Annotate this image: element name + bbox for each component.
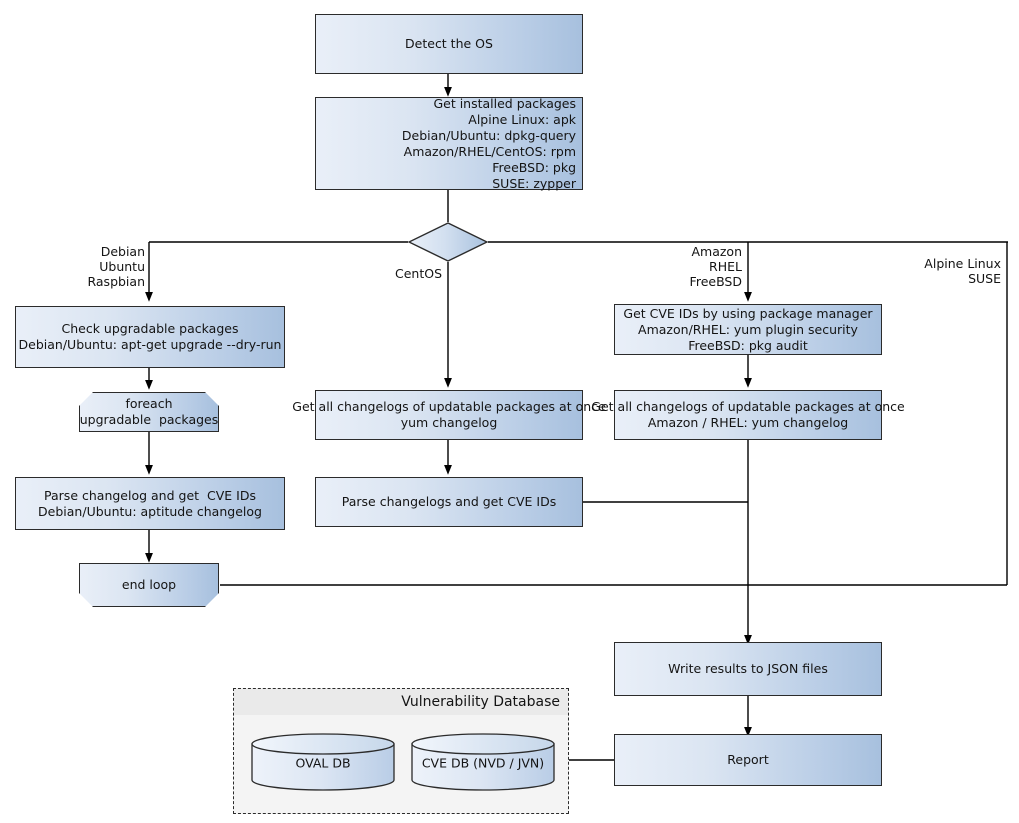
node-get-installed-packages[interactable]: Get installed packages Alpine Linux: apk… <box>315 95 583 191</box>
edge-label-alpine-text: Alpine Linux SUSE <box>924 256 1001 286</box>
node-check-upgradable[interactable]: Check upgradable packages Debian/Ubuntu:… <box>15 306 285 368</box>
node-report[interactable]: Report <box>614 734 882 786</box>
edge-label-amazon-text: Amazon RHEL FreeBSD <box>689 244 742 289</box>
node-parse-changelog-debian[interactable]: Parse changelog and get CVE IDs Debian/U… <box>15 477 285 530</box>
node-get-cve-ids-pkgmgr[interactable]: Get CVE IDs by using package manager Ama… <box>614 304 882 355</box>
edge-label-centos-text: CentOS <box>394 266 442 281</box>
node-report-label: Report <box>727 752 769 767</box>
node-foreach-loop-label: foreach upgradable packages <box>79 396 219 427</box>
node-foreach-loop[interactable]: foreach upgradable packages <box>79 392 219 432</box>
database-cylinder-oval[interactable]: OVAL DB <box>251 733 395 791</box>
node-os-decision[interactable] <box>407 222 489 262</box>
node-end-loop[interactable]: end loop <box>79 563 219 607</box>
vulnerability-database-title: Vulnerability Database <box>401 694 560 710</box>
loop-end-shape <box>79 563 219 607</box>
edge-label-debian-text: Debian Ubuntu Raspbian <box>87 244 145 289</box>
vulnerability-database-body: OVAL DB <box>234 715 568 813</box>
node-get-changelogs-rhel-label: Get all changelogs of updatable packages… <box>591 399 905 430</box>
node-parse-changelogs-centos[interactable]: Parse changelogs and get CVE IDs <box>315 477 583 527</box>
edge-label-debian: Debian Ubuntu Raspbian <box>25 244 145 289</box>
node-get-installed-packages-label: Get installed packages Alpine Linux: apk… <box>401 95 576 191</box>
node-end-loop-label: end loop <box>121 577 177 592</box>
loop-start-shape <box>79 392 219 432</box>
edge-label-alpine: Alpine Linux SUSE <box>875 256 1001 286</box>
node-check-upgradable-label: Check upgradable packages Debian/Ubuntu:… <box>18 321 282 352</box>
node-parse-changelogs-centos-label: Parse changelogs and get CVE IDs <box>341 494 557 509</box>
node-write-json-label: Write results to JSON files <box>668 661 828 676</box>
node-get-changelogs-centos-label: Get all changelogs of updatable packages… <box>292 399 606 430</box>
vulnerability-database-group: Vulnerability Database <box>233 688 569 814</box>
node-get-changelogs-centos[interactable]: Get all changelogs of updatable packages… <box>292 390 606 440</box>
database-cylinder-cve-label: CVE DB (NVD / JVN) <box>421 755 545 771</box>
node-get-cve-ids-pkgmgr-label: Get CVE IDs by using package manager Ama… <box>623 305 873 353</box>
node-write-json[interactable]: Write results to JSON files <box>614 642 882 696</box>
node-get-changelogs-rhel[interactable]: Get all changelogs of updatable packages… <box>591 390 905 440</box>
database-cylinder-cve[interactable]: CVE DB (NVD / JVN) <box>411 733 555 791</box>
database-cylinder-oval-label: OVAL DB <box>295 755 351 771</box>
node-parse-changelog-debian-label: Parse changelog and get CVE IDs Debian/U… <box>38 487 262 519</box>
edge-label-centos: CentOS <box>320 266 442 281</box>
node-detect-os-label: Detect the OS <box>405 36 493 51</box>
vulnerability-database-title-bar: Vulnerability Database <box>234 689 568 715</box>
node-detect-os[interactable]: Detect the OS <box>315 14 583 74</box>
edge-label-amazon: Amazon RHEL FreeBSD <box>620 244 742 289</box>
